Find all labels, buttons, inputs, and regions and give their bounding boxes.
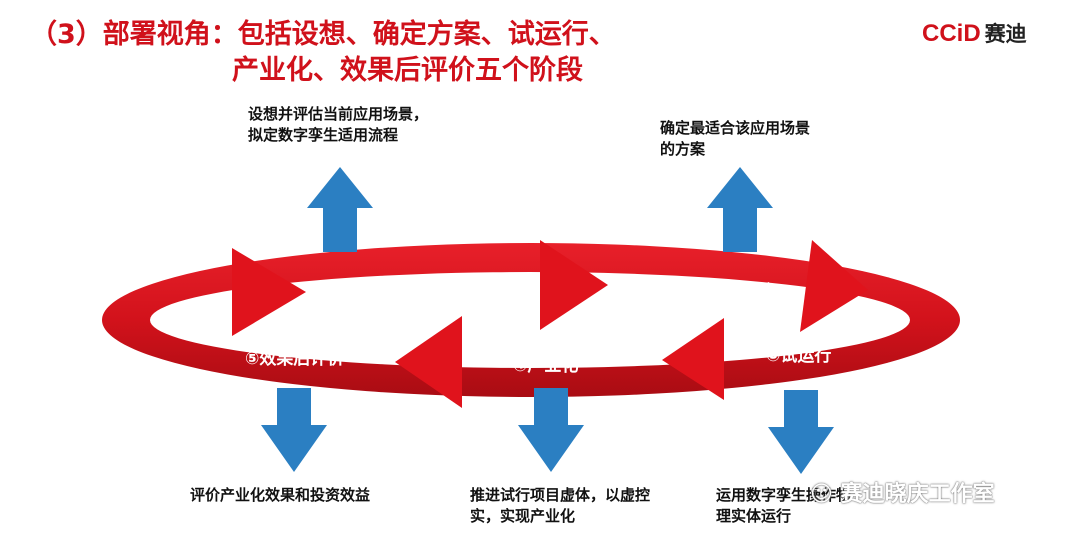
down-arrow-icon-4 <box>518 388 584 472</box>
down-arrow-icon-5 <box>261 388 327 472</box>
stage-label-3: ③试运行 <box>766 346 832 366</box>
stage-label-4: ④产业化 <box>513 356 579 376</box>
stage-label-2: ②确定方案 <box>695 282 778 302</box>
stage-description-2: 确定最适合该应用场景的方案 <box>660 119 811 158</box>
ring-arrowhead-1 <box>232 248 306 336</box>
wechat-icon: ☺ <box>810 482 833 507</box>
stage-label-5: ⑤效果后评价 <box>245 349 345 369</box>
ring-arrowhead-4 <box>662 318 724 400</box>
title-line-2: 产业化、效果后评价五个阶段 <box>232 55 583 86</box>
watermark-text: 赛迪晓庆工作室 <box>840 482 995 507</box>
logo-mark: CCiD <box>922 20 981 47</box>
watermark: ☺ 赛迪晓庆工作室 <box>810 476 995 508</box>
ring-arrowhead-3 <box>800 240 868 332</box>
title-line-1: （3）部署视角：包括设想、确定方案、试运行、 <box>30 19 616 50</box>
down-arrow-icon-3 <box>768 390 834 474</box>
ring-arrowhead-5 <box>395 316 462 408</box>
ring-arrowhead-2 <box>540 240 608 330</box>
up-arrow-icon-2 <box>707 167 773 252</box>
logo-text: 赛迪 <box>984 22 1027 46</box>
stage-description-5: 评价产业化效果和投资效益 <box>190 486 371 504</box>
stage-label-1: ①设想 <box>309 282 358 302</box>
stage-description-1: 设想并评估当前应用场景，拟定数字孪生适用流程 <box>248 105 429 144</box>
up-arrow-icon-1 <box>307 167 373 252</box>
stage-description-3: 运用数字孪生操作物理实体运行 <box>716 486 852 525</box>
stage-description-4: 推进试行项目虚体，以虚控实，实现产业化 <box>470 486 651 525</box>
